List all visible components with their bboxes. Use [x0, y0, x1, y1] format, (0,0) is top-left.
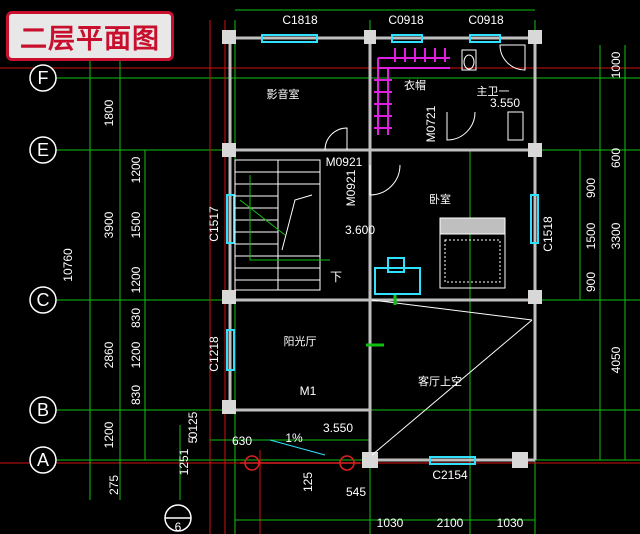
dim-right-1000: 1000	[609, 51, 623, 78]
window-c1518-label: C1518	[541, 216, 555, 252]
dim-right-900-b: 900	[584, 272, 598, 292]
terrace-slope	[269, 439, 326, 456]
stair-arrows	[239, 175, 330, 261]
void-lines	[371, 299, 533, 456]
elevation-terrace: 3.550	[323, 421, 353, 435]
dim-total-height: 10760	[61, 248, 75, 282]
slope-label: 1%	[285, 431, 303, 445]
room-closet-label: 衣帽	[404, 78, 426, 92]
window-c1517-label: C1517	[207, 206, 221, 242]
dim-inner-830-b: 830	[129, 385, 143, 405]
dim-1200-bottom: 1200	[102, 421, 116, 448]
door-marks	[366, 295, 397, 347]
dimension-lines	[89, 9, 626, 521]
stair-down-label: 下	[330, 270, 342, 284]
axis-label-e: E	[37, 140, 49, 160]
room-sunroom-label: 阳光厅	[284, 334, 317, 348]
dim-1251: 1251	[177, 448, 191, 475]
window-c2154-label: C2154	[432, 468, 468, 482]
dim-bottom-2100: 2100	[437, 516, 464, 530]
dim-right-900-a: 900	[584, 178, 598, 198]
room-master-bath-label: 主卫一	[477, 85, 510, 98]
staircase	[234, 159, 321, 291]
fixtures	[324, 44, 526, 196]
window-c0918-label-1: C0918	[388, 13, 424, 27]
columns	[222, 30, 542, 468]
axis-label-a: A	[37, 450, 49, 470]
walls	[228, 36, 537, 462]
window-c1818-label: C1818	[282, 13, 318, 27]
door-m0921-label-1: M0921	[326, 155, 363, 169]
window-c0918-label-2: C0918	[468, 13, 504, 27]
axis-label-c: C	[37, 290, 50, 310]
room-living-void-label: 客厅上空	[418, 374, 462, 388]
dim-inner-1500: 1500	[129, 211, 143, 238]
dim-2860: 2860	[102, 341, 116, 368]
closet-rails	[374, 48, 450, 135]
axis-label-6: 6	[175, 520, 182, 534]
dim-545: 545	[346, 485, 366, 499]
windows	[226, 34, 539, 465]
plan-title: 二层平面图	[20, 23, 160, 55]
axis-bubbles	[29, 64, 192, 532]
door-m0921-label-2: M0921	[344, 169, 358, 206]
terrace	[240, 455, 360, 471]
dim-275: 275	[107, 475, 121, 495]
room-av-label: 影音室	[267, 87, 300, 101]
dim-inner-1200-c: 1200	[129, 341, 143, 368]
dim-630: 630	[232, 434, 252, 448]
dim-right-1500: 1500	[584, 222, 598, 249]
elevation-stair: 3.600	[345, 223, 375, 237]
bed	[439, 217, 506, 289]
dim-bottom-1030-b: 1030	[497, 516, 524, 530]
dim-inner-830-a: 830	[129, 308, 143, 328]
dim-5: 5	[186, 436, 200, 443]
dim-right-600: 600	[609, 148, 623, 168]
dim-3900: 3900	[102, 211, 116, 238]
title-badge: 二层平面图	[6, 11, 174, 61]
dim-125: 125	[301, 472, 315, 492]
door-m1-label: M1	[300, 384, 317, 398]
window-c1218-label: C1218	[207, 336, 221, 372]
door-m0721-label: M0721	[424, 105, 438, 142]
dim-inner-1200-b: 1200	[129, 266, 143, 293]
dim-1800: 1800	[102, 99, 116, 126]
dim-0125: 0125	[186, 411, 200, 438]
desk	[374, 257, 421, 295]
dim-bottom-1030-a: 1030	[377, 516, 404, 530]
dim-inner-1200-a: 1200	[129, 156, 143, 183]
axis-label-b: B	[37, 400, 49, 420]
room-bedroom-label: 卧室	[429, 192, 451, 206]
dim-right-4050: 4050	[609, 346, 623, 373]
axis-label-f: F	[38, 68, 49, 88]
dim-right-3300: 3300	[609, 222, 623, 249]
elevation-bath: 3.550	[490, 96, 520, 110]
